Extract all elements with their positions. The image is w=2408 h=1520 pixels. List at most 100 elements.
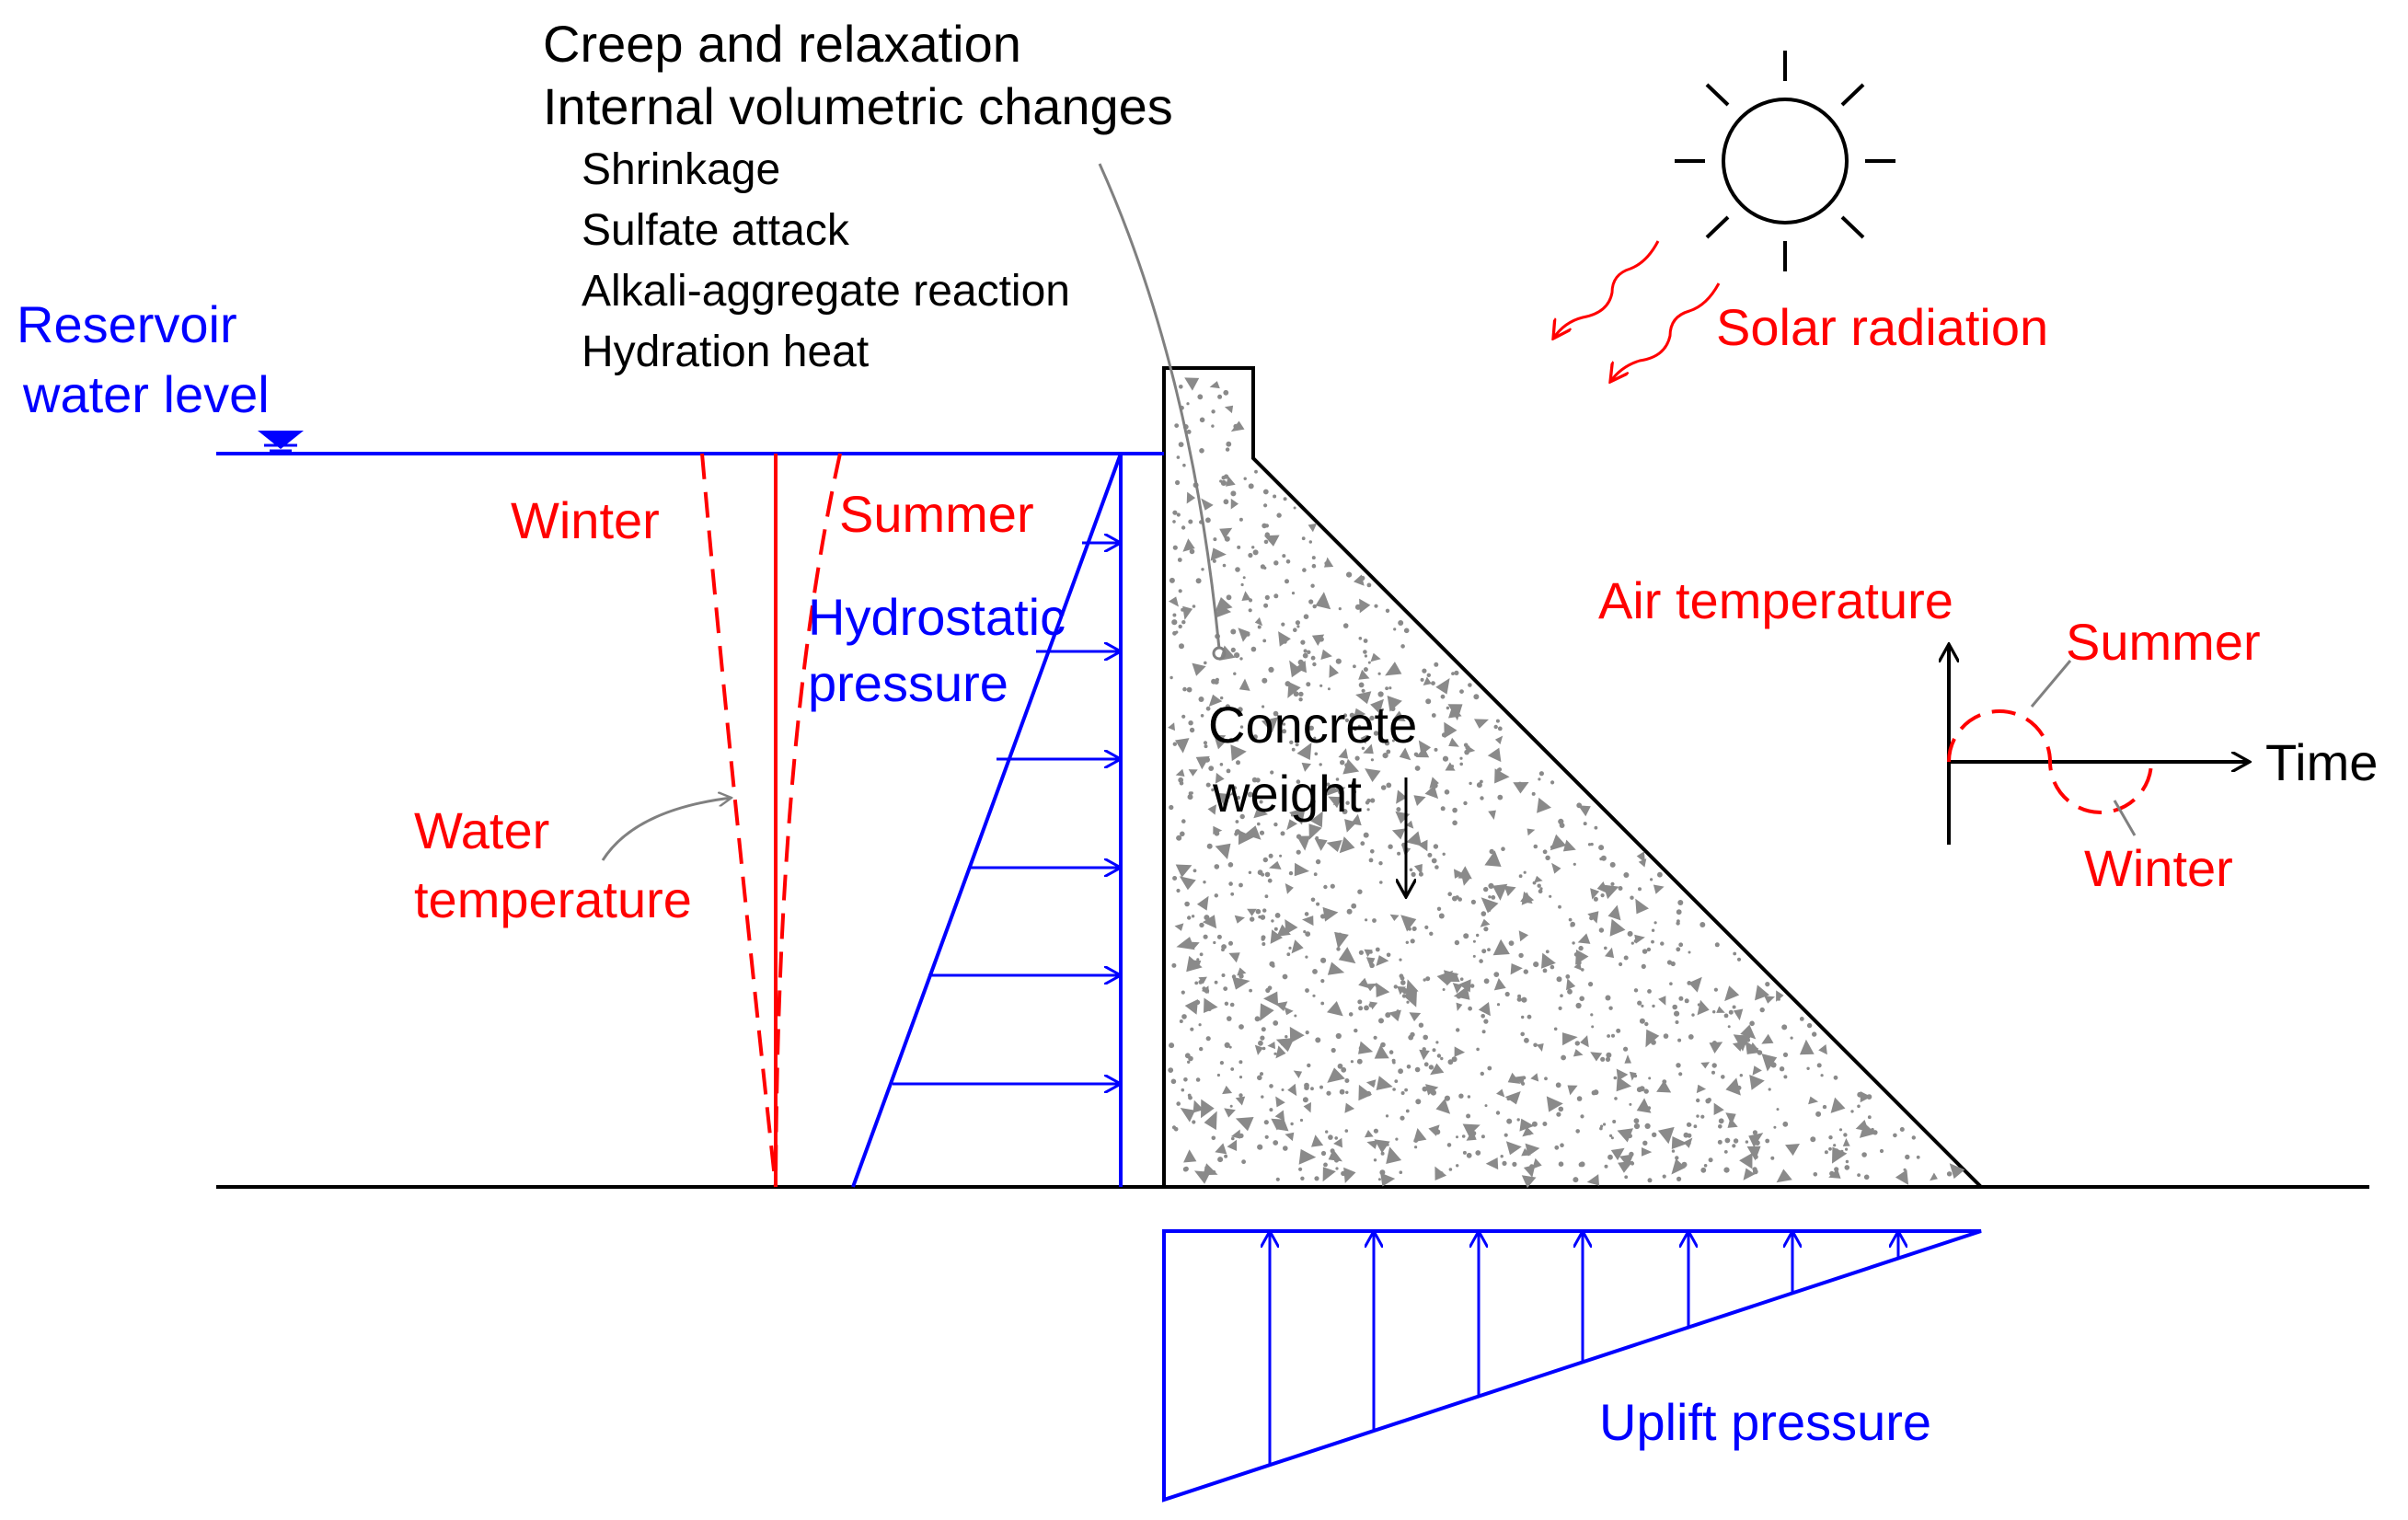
aggregate-dot <box>1230 647 1236 653</box>
aggregate-dot <box>1249 988 1252 993</box>
aggregate-dot <box>1262 705 1265 708</box>
aggregate-dot <box>1179 643 1184 650</box>
aggregate-dot <box>1273 593 1279 599</box>
aggregate-stone <box>1534 875 1543 883</box>
aggregate-dot <box>1378 1018 1384 1024</box>
aggregate-dot <box>1346 571 1353 578</box>
aggregate-dot <box>1480 796 1484 800</box>
aggregate-stone <box>1830 1097 1846 1113</box>
aggregate-dot <box>1675 1156 1679 1160</box>
hydration-label: Hydration heat <box>582 328 869 376</box>
aggregate-stone <box>1530 1073 1539 1082</box>
aggregate-dot <box>1214 864 1220 869</box>
aggregate-dot <box>1352 789 1357 794</box>
aggregate-stone <box>1184 999 1198 1015</box>
aggregate-stone <box>1342 758 1360 775</box>
aggregate-dot <box>1867 1115 1872 1120</box>
aggregate-dot <box>1204 756 1210 763</box>
aggregate-dot <box>1281 622 1285 627</box>
aggregate-dot <box>1273 560 1279 566</box>
aggregate-stone <box>1842 1138 1850 1146</box>
aggregate-dot <box>1639 1086 1645 1092</box>
aggregate-stone <box>1454 1046 1466 1057</box>
aggregate-dot <box>1377 1178 1381 1181</box>
aggregate-dot <box>1461 1134 1466 1138</box>
aggregate-stone <box>1397 986 1406 996</box>
aggregate-dot <box>1207 1007 1212 1011</box>
aggregate-dot <box>1396 1009 1400 1013</box>
aggregate-stone <box>1457 866 1472 880</box>
aggregate-dot <box>1285 579 1289 584</box>
aggregate-stone <box>1254 616 1263 627</box>
aggregate-dot <box>1296 779 1301 784</box>
aggregate-dot <box>1555 1082 1561 1088</box>
aggregate-stone <box>1658 996 1666 1006</box>
aggregate-dot <box>1648 1077 1652 1080</box>
aggregate-dot <box>1214 893 1219 898</box>
aggregate-dot <box>1413 752 1419 757</box>
uplift-pressure-diagram <box>1162 1229 1982 1503</box>
aggregate-dot <box>1348 1012 1354 1017</box>
aggregate-stone <box>1492 883 1508 901</box>
aggregate-dot <box>1721 1075 1725 1079</box>
aggregate-dot <box>1281 1088 1285 1091</box>
aggregate-dot <box>1319 684 1323 687</box>
aggregate-dot <box>1323 1162 1328 1168</box>
aggregate-dot <box>1605 1056 1611 1062</box>
aggregate-dot <box>1899 1127 1905 1132</box>
aggregate-dot <box>1323 884 1328 890</box>
aggregate-dot <box>1344 763 1349 767</box>
aggregate-dot <box>1197 394 1204 400</box>
aggregate-dot <box>1410 1031 1415 1038</box>
aggregate-dot <box>1169 577 1175 583</box>
aggregate-stone <box>1424 785 1439 800</box>
aggregate-stone <box>1413 1128 1427 1143</box>
aggregate-dot <box>1234 832 1239 836</box>
aggregate-stone <box>1241 591 1251 601</box>
aggregate-dot <box>1212 1169 1216 1175</box>
aggregate-dot <box>1678 996 1684 1001</box>
aggregate-dot <box>1320 1150 1327 1157</box>
aggregate-dot <box>1479 959 1483 963</box>
aggregate-stone <box>1808 1096 1819 1105</box>
aggregate-dot <box>1269 1084 1273 1088</box>
aggregate-dot <box>1236 795 1241 800</box>
aggregate-dot <box>1301 536 1306 541</box>
aggregate-dot <box>1481 1030 1486 1034</box>
aggregate-stone <box>1204 1111 1217 1131</box>
aggregate-dot <box>1326 1090 1331 1096</box>
aggregate-stone <box>1238 628 1250 642</box>
aggregate-stone <box>1218 793 1232 808</box>
aggregate-dot <box>1840 1149 1844 1154</box>
aggregate-dot <box>1226 441 1232 447</box>
aggregate-dot <box>1623 872 1630 878</box>
aggregate-stone <box>1334 786 1346 795</box>
aggregate-dot <box>1736 957 1742 962</box>
aggregate-dot <box>1452 807 1457 813</box>
aggregate-dot <box>1240 582 1244 587</box>
aggregate-dot <box>1385 1114 1389 1118</box>
aggregate-stone <box>1182 538 1195 552</box>
aggregate-dot <box>1459 689 1464 694</box>
aggregate-dot <box>1647 1178 1653 1183</box>
aggregate-stone <box>1213 825 1223 835</box>
aggregate-stone <box>1287 682 1301 698</box>
aggregate-dot <box>1220 479 1227 487</box>
aggregate-dot <box>1614 1097 1618 1100</box>
aggregate-dot <box>1676 1176 1682 1181</box>
aggregate-dot <box>1273 1020 1279 1026</box>
aggregate-dot <box>1205 517 1211 524</box>
aggregate-stone <box>1175 864 1192 878</box>
aggregate-dot <box>1319 763 1322 766</box>
aggregate-dot <box>1822 1104 1827 1110</box>
aggregate-dot <box>1261 1095 1264 1099</box>
aggregate-dot <box>1574 1041 1581 1046</box>
aggregate-stone <box>1263 991 1279 1007</box>
aggregate-dot <box>1517 994 1522 998</box>
aggregate-dot <box>1239 725 1244 729</box>
aggregate-dot <box>1459 756 1463 760</box>
aggregate-stone <box>1224 1108 1236 1118</box>
aggregate-dot <box>1542 1122 1548 1126</box>
aggregate-stone <box>1481 897 1499 914</box>
aggregate-dot <box>1176 835 1182 841</box>
